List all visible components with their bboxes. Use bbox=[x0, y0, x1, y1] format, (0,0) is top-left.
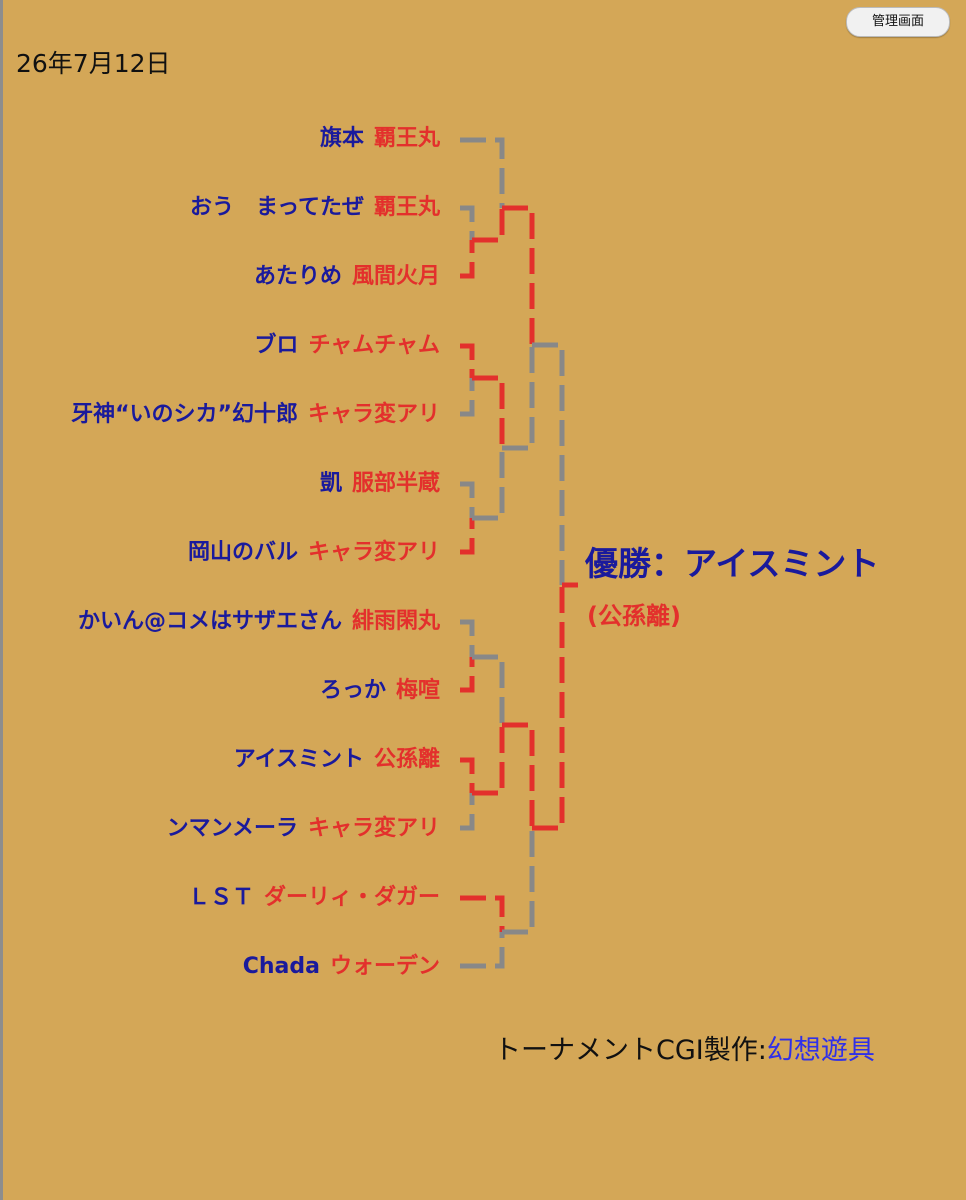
bracket-winner-line bbox=[460, 343, 475, 378]
bracket-winner-line bbox=[472, 375, 505, 448]
champion-character: (公孫離) bbox=[587, 602, 681, 630]
player-name: ろっか bbox=[319, 678, 386, 703]
player-name: 凱 bbox=[319, 471, 342, 496]
entry-row: おう まってたぜ覇王丸 bbox=[190, 193, 440, 223]
bracket-loser-line bbox=[460, 137, 505, 208]
player-name: ＬＳＴ bbox=[187, 885, 254, 910]
bracket-winner-line bbox=[502, 722, 535, 828]
character-name: 覇王丸 bbox=[373, 126, 440, 151]
bracket-winner-line bbox=[460, 757, 475, 793]
bracket-loser-line bbox=[502, 345, 535, 451]
player-name: ンマンメーラ bbox=[166, 816, 298, 841]
tournament-date: 26年7月12日 bbox=[16, 49, 171, 78]
entry-row: 牙神“いのシカ”幻十郎キャラ変アリ bbox=[71, 400, 440, 430]
player-name: Chada bbox=[242, 954, 320, 979]
player-name: あたりめ bbox=[253, 264, 342, 289]
admin-button[interactable]: 管理画面 bbox=[846, 7, 950, 37]
player-name: 牙神“いのシカ”幻十郎 bbox=[71, 402, 298, 427]
entry-row: 凱服部半蔵 bbox=[320, 469, 440, 499]
credit-text: トーナメントCGI製作: bbox=[494, 1035, 767, 1066]
entry-row: ろっか梅喧 bbox=[320, 676, 440, 706]
character-name: チャムチャム bbox=[308, 333, 440, 358]
character-name: 覇王丸 bbox=[373, 195, 440, 220]
bracket-loser-line bbox=[472, 448, 505, 521]
character-name: 緋雨閑丸 bbox=[351, 609, 440, 634]
bracket-winner-line bbox=[460, 518, 475, 555]
bracket-winner-line bbox=[460, 240, 475, 279]
character-name: キャラ変アリ bbox=[307, 540, 440, 565]
bracket-winner-line bbox=[472, 208, 505, 243]
bracket-loser-line bbox=[460, 481, 475, 518]
bracket-loser-line bbox=[532, 342, 565, 585]
character-name: キャラ変アリ bbox=[307, 402, 440, 427]
bracket-loser-line bbox=[502, 828, 535, 935]
player-name: 岡山のバル bbox=[187, 540, 298, 565]
credit-link[interactable]: 幻想遊具 bbox=[766, 1035, 875, 1066]
entry-row: かいん@コメはサザエさん緋雨閑丸 bbox=[78, 607, 440, 637]
entry-row: 旗本覇王丸 bbox=[320, 124, 440, 154]
character-name: 梅喧 bbox=[395, 678, 440, 703]
character-name: キャラ変アリ bbox=[307, 816, 440, 841]
bracket-loser-line bbox=[460, 932, 505, 969]
bracket-loser-line bbox=[460, 205, 475, 240]
player-name: ブロ bbox=[254, 333, 299, 358]
bracket-winner-line bbox=[460, 895, 505, 932]
character-name: 風間火月 bbox=[351, 264, 440, 289]
champion-title: 優勝：アイスミント bbox=[585, 544, 880, 583]
player-name: おう まってたぜ bbox=[189, 195, 364, 220]
player-name: 旗本 bbox=[319, 126, 364, 151]
bracket-winner-line bbox=[502, 205, 535, 345]
bracket-loser-line bbox=[472, 654, 505, 725]
bracket-winner-line bbox=[532, 585, 565, 831]
character-name: 服部半蔵 bbox=[351, 471, 440, 496]
bracket-loser-line bbox=[460, 378, 475, 417]
left-border-rule bbox=[0, 0, 3, 1200]
entry-row: ブロチャムチャム bbox=[254, 331, 440, 361]
footer-credit: トーナメントCGI製作:幻想遊具 bbox=[494, 1028, 875, 1067]
entry-row: Chada ウォーデン bbox=[243, 952, 440, 982]
character-name: 公孫離 bbox=[373, 747, 440, 772]
bracket-loser-line bbox=[460, 793, 475, 831]
bracket-winner-line bbox=[472, 725, 505, 796]
character-name: ウォーデン bbox=[329, 954, 440, 979]
entry-row: ＬＳＴ ダーリィ・ダガー bbox=[188, 883, 440, 913]
player-name: アイスミント bbox=[233, 747, 364, 772]
character-name: ダーリィ・ダガー bbox=[263, 885, 440, 910]
entry-row: あたりめ風間火月 bbox=[254, 262, 440, 292]
bracket-winner-line bbox=[460, 657, 475, 693]
player-name: かいん@コメはサザエさん bbox=[77, 609, 342, 634]
entry-row: ンマンメーラキャラ変アリ bbox=[167, 814, 440, 844]
entry-row: アイスミント公孫離 bbox=[234, 745, 440, 775]
entry-row: 岡山のバルキャラ変アリ bbox=[188, 538, 440, 568]
bracket-loser-line bbox=[460, 619, 475, 657]
